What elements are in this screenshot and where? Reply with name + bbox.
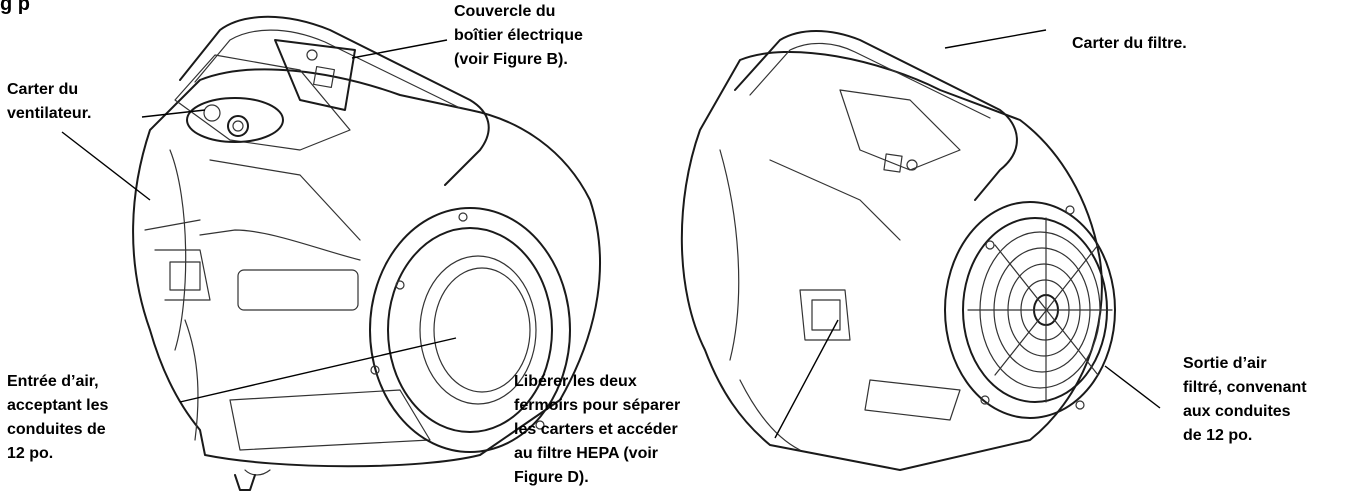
leader-fan-housing-body (61, 131, 151, 201)
label-electrical-box-cover: Couvercle du boîtier électrique (voir Fi… (454, 0, 583, 72)
label-line: Entrée d’air, (7, 373, 99, 390)
label-line: ventilateur. (7, 105, 92, 122)
label-line: fermoirs pour séparer (514, 397, 681, 414)
label-line: les carters et accéder (514, 421, 678, 438)
label-line: Couvercle du (454, 3, 556, 20)
label-line: Figure D). (514, 469, 589, 486)
leader-fan-housing-control (141, 109, 206, 118)
label-line: Libérer les deux (514, 373, 637, 390)
left-unit-drawing (132, 15, 601, 491)
label-line: de 12 po. (1183, 427, 1253, 444)
label-line: Carter du filtre. (1072, 35, 1187, 52)
label-line: aux conduites (1183, 403, 1291, 420)
label-line: acceptant les (7, 397, 109, 414)
label-air-inlet: Entrée d’air, acceptant les conduites de… (7, 370, 108, 466)
leader-electrical-cover (351, 39, 448, 59)
leader-release-latches (774, 319, 839, 439)
label-line: conduites de (7, 421, 106, 438)
label-line: Carter du (7, 81, 79, 98)
right-unit-drawing (680, 30, 1116, 471)
leader-filtered-outlet (1104, 365, 1161, 409)
figure-heading: g p (0, 0, 30, 15)
label-line: 12 po. (7, 445, 54, 462)
label-fan-housing: Carter du ventilateur. (7, 78, 91, 126)
label-release-latches: Libérer les deux fermoirs pour séparer l… (514, 370, 680, 490)
label-line: Sortie d’air (1183, 355, 1267, 372)
label-line: au filtre HEPA (voir (514, 445, 659, 462)
leader-filter-housing (944, 29, 1047, 49)
label-line: filtré, convenant (1183, 379, 1307, 396)
label-filtered-air-outlet: Sortie d’air filtré, convenant aux condu… (1183, 352, 1307, 448)
label-filter-housing: Carter du filtre. (1072, 32, 1187, 56)
label-line: boîtier électrique (454, 27, 583, 44)
leader-air-inlet (179, 337, 457, 403)
label-line: (voir Figure B). (454, 51, 568, 68)
